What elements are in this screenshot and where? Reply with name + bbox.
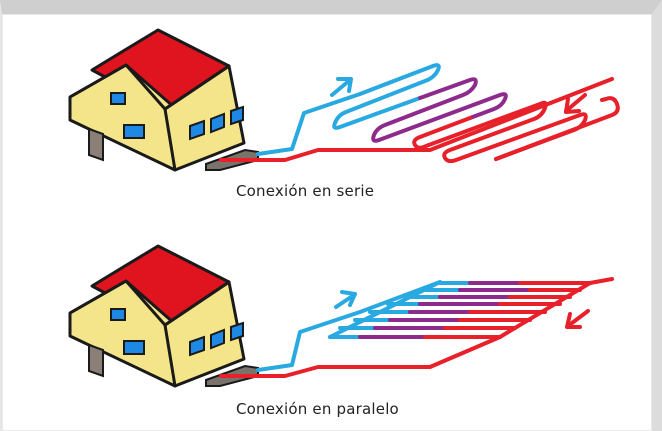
window [189, 335, 205, 357]
window [110, 92, 126, 105]
pipe-return [219, 77, 614, 162]
window [230, 321, 244, 342]
caption-series-connection: Conexión en serie [236, 182, 375, 200]
window [230, 105, 244, 126]
parallel-branches [328, 281, 592, 339]
window [123, 124, 145, 139]
window [210, 112, 225, 134]
pipe-return-manifold [219, 277, 614, 378]
pipe-mid-loop [371, 77, 508, 143]
window [110, 308, 126, 321]
arrow-return-icon [565, 309, 590, 329]
pipe-cold [256, 64, 435, 156]
parallel-loop [219, 277, 614, 378]
arrow-return-icon [564, 93, 587, 114]
window [123, 340, 145, 355]
series-loop [219, 63, 620, 164]
arrow-flow-icon [334, 290, 357, 309]
arrow-flow-icon [330, 77, 353, 97]
parallel-house [68, 244, 259, 388]
door [88, 343, 104, 378]
pipe-cold-loop [332, 63, 441, 130]
pipe-hot-loop [412, 100, 588, 164]
window [189, 119, 205, 141]
door [88, 127, 104, 162]
series-house [68, 28, 259, 172]
caption-parallel-connection: Conexión en paralelo [236, 400, 399, 418]
window [210, 328, 225, 350]
